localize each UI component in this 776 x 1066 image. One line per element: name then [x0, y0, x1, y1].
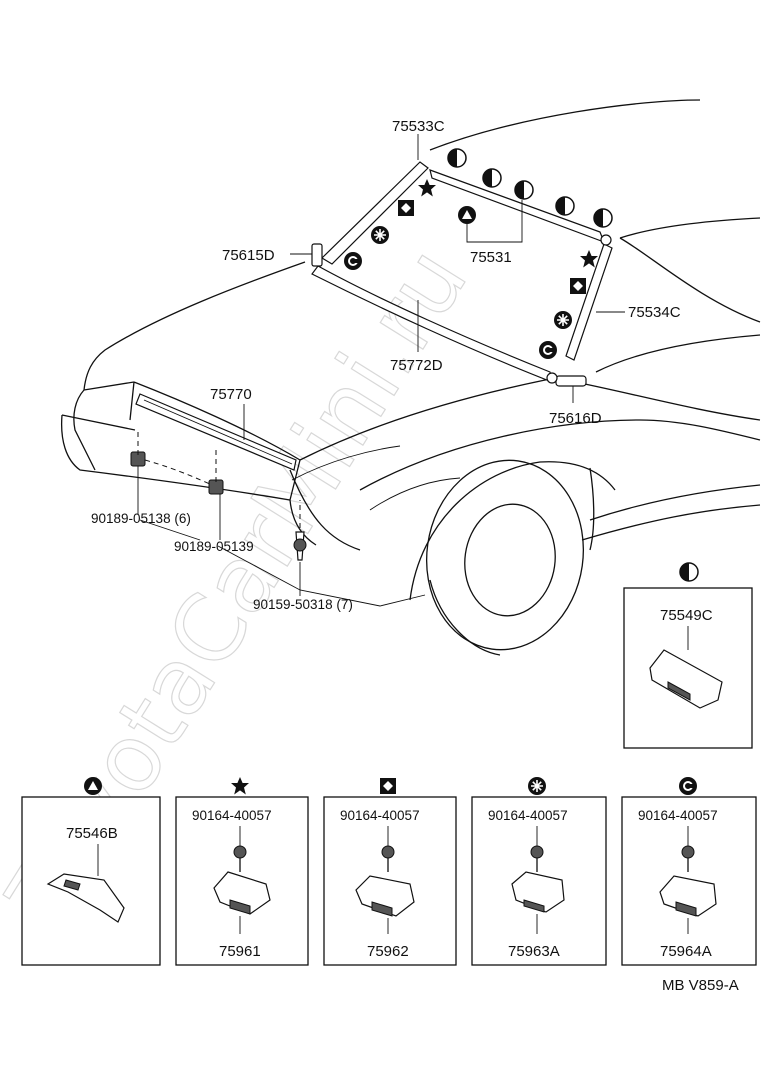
half-circle-icon [555, 196, 575, 216]
hood-clips [130, 451, 307, 561]
label-75770: 75770 [210, 386, 252, 403]
ring-circle-icon [343, 251, 363, 271]
label-90159-50318: 90159-50318 (7) [253, 597, 353, 612]
diamond-square-icon [380, 778, 396, 794]
reference-code: MB V859-A [662, 977, 739, 994]
car-body-outline [60, 99, 761, 656]
triangle-circle-icon [458, 206, 476, 224]
leader-lines [137, 134, 625, 607]
label-75772d: 75772D [390, 357, 443, 374]
dashed-guides [137, 430, 301, 528]
star-icon [418, 179, 436, 197]
inset-part-75546b: 75546B [66, 825, 118, 842]
asterisk-circle-icon [527, 776, 547, 796]
inset-part-75964a: 75964A [660, 943, 712, 960]
half-circle-icon [482, 168, 502, 188]
windshield-mouldings [135, 161, 613, 471]
label-90189-05138: 90189-05138 (6) [91, 511, 191, 526]
inset-part-75963a: 75963A [508, 943, 560, 960]
inset-screw-ring: 90164-40057 [638, 808, 718, 823]
asterisk-circle-icon [553, 310, 573, 330]
label-75616d: 75616D [549, 410, 602, 427]
star-icon [580, 250, 598, 268]
label-75534c: 75534C [628, 304, 681, 321]
triangle-circle-icon [84, 777, 102, 795]
label-75531: 75531 [470, 249, 512, 266]
half-circle-icon [679, 562, 699, 582]
inset-diamond: 90164-40057 75962 [323, 778, 457, 966]
inset-star: 90164-40057 75961 [175, 777, 309, 966]
inset-half-circle: 75549C [623, 562, 753, 749]
diamond-square-icon [398, 200, 414, 216]
inset-screw-star: 90164-40057 [192, 808, 272, 823]
inset-triangle: 75546B [21, 777, 161, 966]
ring-circle-icon [538, 340, 558, 360]
diamond-square-icon [570, 278, 586, 294]
inset-screw-diamond: 90164-40057 [340, 808, 420, 823]
label-90189-05139: 90189-05139 [174, 539, 254, 554]
half-circle-icon [593, 208, 613, 228]
star-icon [231, 777, 249, 795]
label-75533c: 75533C [392, 118, 445, 135]
inset-part-75961: 75961 [219, 943, 261, 960]
inset-part-75962: 75962 [367, 943, 409, 960]
inset-asterisk: 90164-40057 75963A [471, 776, 607, 966]
inset-screw-asterisk: 90164-40057 [488, 808, 568, 823]
inset-ring: 90164-40057 75964A [621, 776, 757, 966]
half-circle-icon [514, 180, 534, 200]
half-circle-icon [447, 148, 467, 168]
inset-part-75549c: 75549C [660, 607, 713, 624]
asterisk-circle-icon [370, 225, 390, 245]
ring-circle-icon [678, 776, 698, 796]
label-75615d: 75615D [222, 247, 275, 264]
